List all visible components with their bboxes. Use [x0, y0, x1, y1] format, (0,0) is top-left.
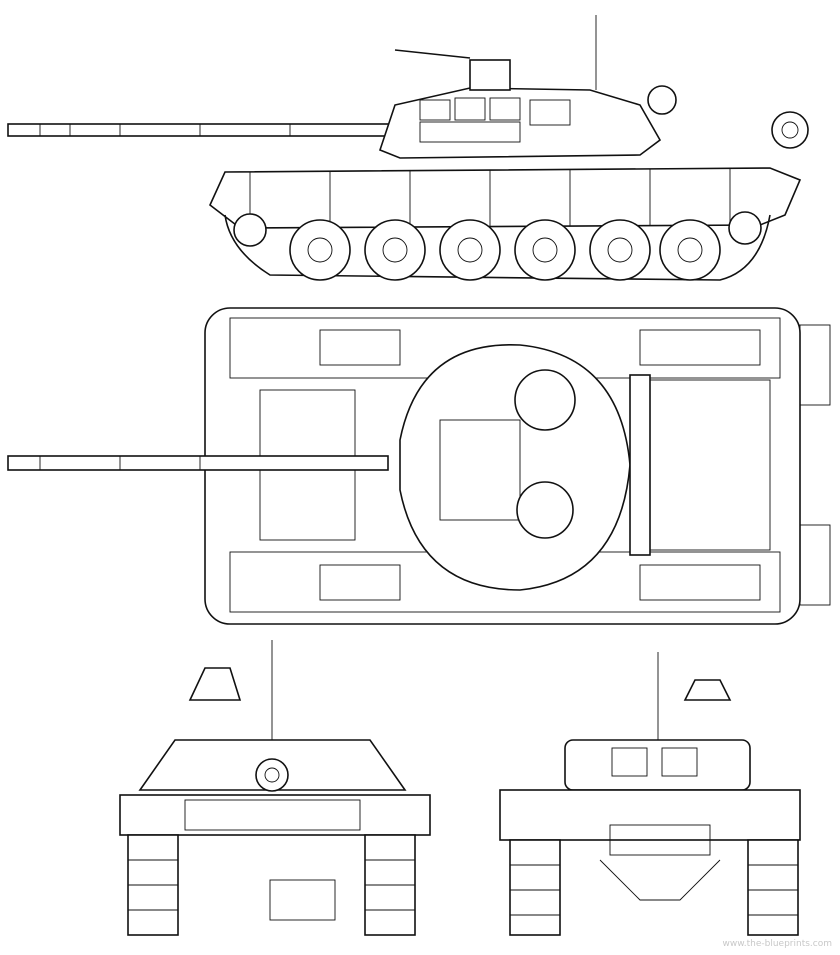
top-gun-barrel	[7, 455, 389, 471]
rear-right-track	[747, 839, 799, 936]
top-view	[7, 307, 831, 625]
watermark: www.the-blueprints.com	[722, 939, 832, 949]
rear-hull	[499, 789, 801, 841]
side-track	[224, 214, 771, 281]
rear-turret	[564, 739, 751, 791]
front-hull	[119, 794, 431, 836]
side-gun-barrel	[7, 123, 409, 137]
front-view	[119, 640, 431, 936]
side-hull	[209, 167, 802, 229]
rear-view	[499, 652, 801, 936]
side-road-wheels	[233, 211, 762, 281]
rear-left-track	[509, 839, 561, 936]
top-turret	[399, 344, 631, 591]
side-view	[7, 15, 809, 281]
side-commander-cupola	[469, 59, 511, 91]
